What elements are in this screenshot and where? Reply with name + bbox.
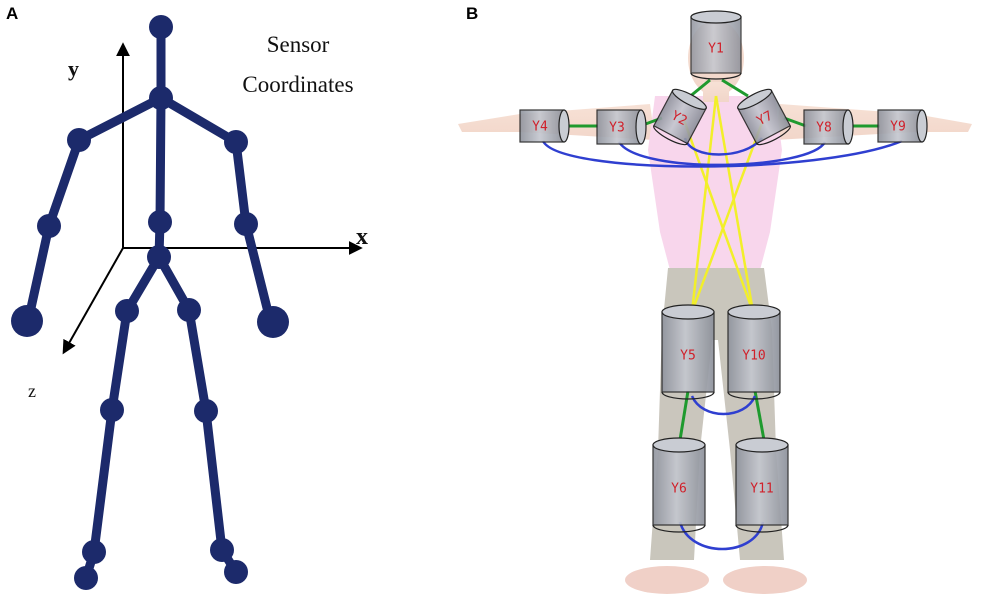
link-y5-y10 [690,395,757,416]
joint-hip-left [177,298,201,322]
joint-hand-left [257,306,289,338]
sensor-y3-label: Y3 [609,121,625,136]
link-y2-y10 [682,119,755,313]
link-y1-y5 [690,95,718,313]
sensor-y10: Y10 [727,304,781,400]
sensor-y7: Y7 [737,88,791,146]
link-y4-y9 [541,139,903,168]
z-axis-label: z [28,381,36,401]
link-y7-y5 [690,119,765,313]
link-y1-y10 [714,95,755,313]
sensor-y9-label: Y9 [890,120,906,135]
sensor-y10-label: Y10 [742,349,765,364]
sensor-y7-label: Y7 [755,108,776,129]
sensor-y2: Y2 [653,88,707,146]
panel-a-title-line2: Coordinates [242,72,353,97]
joint-elbow-right [37,214,61,238]
joint-shoulder-left [224,130,248,154]
joint-hip-right [115,299,139,323]
link-y2-y7 [683,137,763,156]
sensor-y8: Y8 [803,109,854,145]
panel-b: Y1 Y2 Y7 Y3 [458,10,972,594]
sensor-y11: Y11 [735,437,789,533]
joint-ankle-left [210,538,234,562]
sensor-links [541,78,903,551]
joint-hand-right [11,305,43,337]
sensor-y3: Y3 [596,109,647,145]
joint-spine [148,210,172,234]
sensor-y4: Y4 [519,109,570,143]
panel-a: y x z Sensor Coordinates [11,15,368,590]
sensors: Y1 Y2 Y7 Y3 [519,10,928,533]
joint-elbow-left [234,212,258,236]
joint-foot-left [224,560,248,584]
sensor-y1: Y1 [690,10,742,80]
joint-ankle-right [82,540,106,564]
link-y7-y8 [783,116,807,128]
joint-neck [149,86,173,110]
panel-a-label: A [6,4,19,23]
joint-hip-center [147,245,171,269]
joint-knee-right [100,398,124,422]
sensor-y9: Y9 [877,109,928,143]
joint-foot-right [74,566,98,590]
z-axis [62,247,124,355]
sensor-y1-label: Y1 [708,42,724,57]
sensor-y8-label: Y8 [816,121,832,136]
x-axis-label: x [356,224,368,250]
panel-a-title-line1: Sensor [267,32,330,57]
sensor-y5: Y5 [661,304,715,400]
link-y1-y7 [721,78,749,98]
skeleton-figure [11,15,289,590]
sensor-y6: Y6 [652,437,706,533]
sensor-y4-label: Y4 [532,120,548,135]
link-y3-y8 [617,141,827,167]
sensor-y11-label: Y11 [750,482,773,497]
y-axis-label: y [68,56,79,81]
joint-shoulder-right [67,128,91,152]
sensor-y6-label: Y6 [671,482,687,497]
sensor-y2-label: Y2 [669,108,690,129]
joint-knee-left [194,399,218,423]
joint-head [149,15,173,39]
sensor-y5-label: Y5 [680,349,696,364]
panel-b-label: B [466,4,479,23]
